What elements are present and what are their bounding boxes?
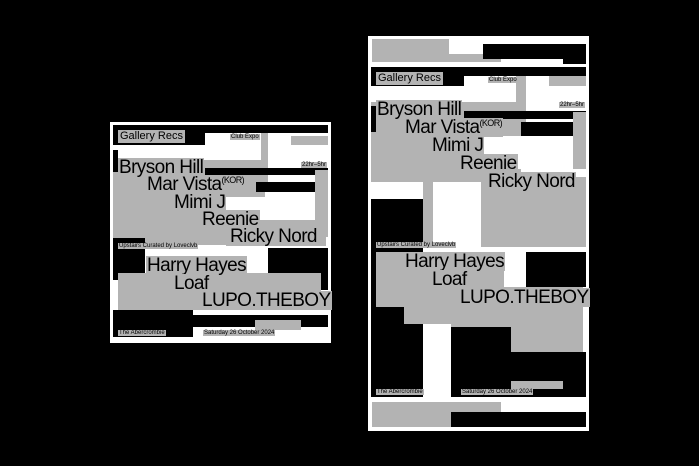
venue: The Abercrombie [118,330,166,336]
venue: The Abercrombie [376,389,424,395]
artist: LUPO.THEBOY [459,287,590,308]
label-name: Gallery Recs [376,72,443,85]
upstairs-heading: Upstairs Curated by Loveclvb [118,243,199,249]
artist: Harry Hayes [404,251,505,272]
hours: 22hr–5hr [559,102,586,108]
artist: Ricky Nord [229,226,318,247]
venue-room: Club Expo [488,77,518,83]
artist: Loaf [431,269,468,290]
label-name: Gallery Recs [118,130,185,143]
artist: Mar Vista(KOR) [146,174,245,195]
artist: Mar Vista(KOR) [404,117,503,138]
venue-room: Club Expo [230,134,260,140]
artist: LUPO.THEBOY [201,290,332,311]
artist: Harry Hayes [146,255,247,276]
hours: 22hr–5hr [301,162,328,168]
artist: Ricky Nord [487,171,576,192]
square-poster: Gallery Recs Club Expo 22hr–5hr Bryson H… [110,122,332,343]
date: Saturday 26 October 2024 [461,389,534,395]
artist: Loaf [173,273,210,294]
artist: Bryson Hill [118,157,205,178]
artist: Reenie [201,209,260,230]
artist: Mimi J [173,192,227,213]
tall-poster: Gallery Recs Club Expo 22hr–5hr Bryson H… [368,36,590,431]
artist: Bryson Hill [376,99,463,120]
date: Saturday 26 October 2024 [203,330,276,336]
upstairs-heading: Upstairs Curated by Loveclvb [376,242,457,248]
artist: Reenie [459,153,518,174]
artist: Mimi J [431,135,485,156]
